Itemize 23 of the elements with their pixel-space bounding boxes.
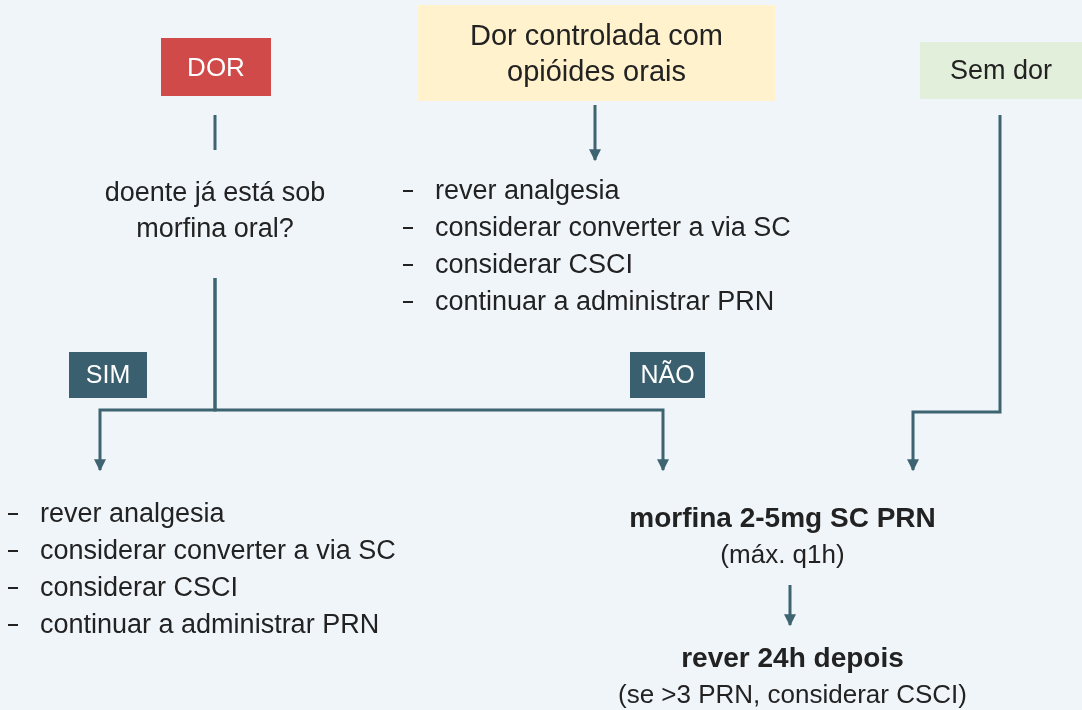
list-item: rever analgesia [435,174,620,207]
list-item: rever analgesia [40,497,225,530]
process-box: Sem dor [920,42,1082,99]
step-note: (se >3 PRN, considerar CSCI) [618,678,967,710]
question-text: doente já está sob morfina oral? [103,175,327,245]
process-box: Dor controlada com opióides orais [418,5,775,101]
process-box: DOR [161,38,271,96]
list-item: continuar a administrar PRN [40,608,380,641]
step-note: (máx. q1h) [720,538,845,571]
list-item: continuar a administrar PRN [435,285,775,318]
step-heading: rever 24h depois [681,641,904,675]
connector-line [213,115,217,150]
step-heading: morfina 2-5mg SC PRN [629,501,936,535]
list-item: considerar converter a via SC [40,534,396,567]
branch-label: NÃO [630,352,705,398]
list-item: considerar CSCI [435,248,634,281]
arrow [784,585,796,627]
arrow [213,278,669,472]
list-item: considerar CSCI [40,571,239,604]
branch-label: SIM [69,352,147,398]
list-item: considerar converter a via SC [435,211,791,244]
arrow [589,105,601,162]
arrow [907,115,1002,472]
